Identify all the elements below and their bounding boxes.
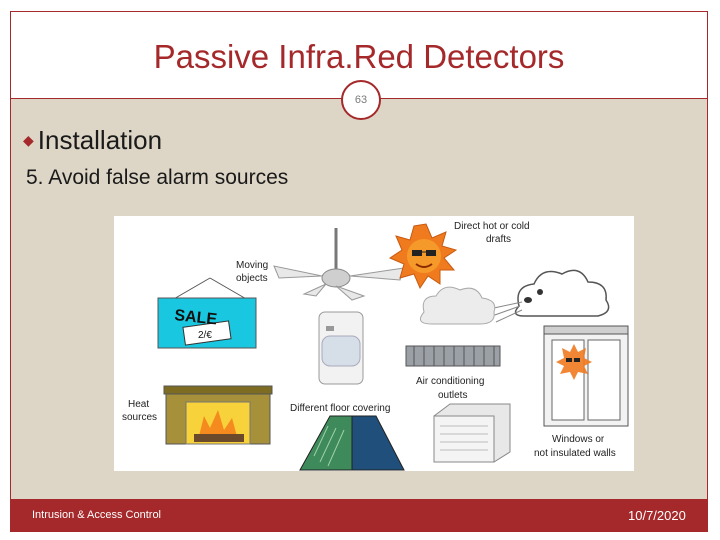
footer-date: 10/7/2020 [628, 508, 686, 523]
label-floor: Different floor covering [290, 403, 390, 414]
blowing-cloud-icon [491, 269, 610, 323]
sub-point: 5. Avoid false alarm sources [26, 166, 289, 189]
label-windows-line1: Windows or [552, 434, 605, 445]
sun-icon [388, 223, 458, 290]
footer-course-title: Intrusion & Access Control [32, 509, 162, 521]
bullet-text: Installation [37, 125, 163, 155]
label-aircon-line1: Air conditioning [416, 376, 484, 387]
cloud-icon [419, 286, 496, 325]
footer-bar [11, 499, 707, 531]
bullet-icon: ◆ [23, 132, 34, 148]
label-windows-line2: not insulated walls [534, 448, 616, 459]
window-icon [543, 325, 629, 427]
fireplace-icon [163, 385, 273, 445]
label-direct-drafts-line2: drafts [486, 234, 511, 245]
ceiling-fan-icon [273, 228, 405, 301]
floor-covering-icon [299, 415, 405, 471]
moving-objects-pointer [171, 277, 249, 301]
label-heat-line2: sources [122, 412, 157, 423]
label-sale: SALE [174, 307, 219, 328]
vent-icon [405, 345, 501, 367]
false-alarm-figure: Direct hot or cold drafts Moving objects… [114, 216, 634, 471]
pir-detector-icon [318, 311, 364, 385]
slide-title: Passive Infra.Red Detectors [153, 38, 565, 75]
figure-illustration: Direct hot or cold drafts Moving objects… [122, 221, 629, 471]
bullet-item: ◆ Installation [23, 125, 162, 156]
label-moving-line1: Moving [236, 260, 268, 271]
label-heat-line1: Heat [128, 399, 149, 410]
label-price: 2/€ [198, 330, 212, 341]
page-number: 63 [354, 94, 368, 106]
slide-frame [10, 11, 708, 532]
page-number-badge: 63 [341, 80, 381, 120]
label-direct-drafts-line1: Direct hot or cold [454, 221, 530, 232]
label-moving-line2: objects [236, 273, 268, 284]
sale-poster-icon [157, 297, 257, 349]
label-aircon-line2: outlets [438, 390, 467, 401]
air-conditioner-icon [433, 403, 511, 463]
